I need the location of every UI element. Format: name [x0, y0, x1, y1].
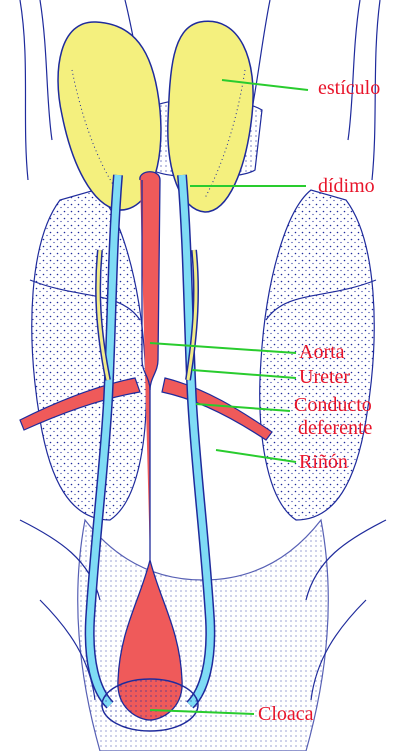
cloaca — [102, 679, 198, 731]
label-kidney: Riñón — [299, 451, 348, 473]
label-ureter: Ureter — [299, 366, 350, 388]
label-vas-deferens-line1: Conducto — [294, 394, 372, 416]
label-vas-deferens-line2: deferente — [298, 417, 373, 439]
kidney-left — [32, 190, 146, 520]
label-cloaca: Cloaca — [258, 703, 314, 725]
label-testis: estículo — [318, 77, 380, 99]
label-epididymis: dídimo — [318, 175, 375, 197]
label-aorta: Aorta — [299, 341, 345, 363]
